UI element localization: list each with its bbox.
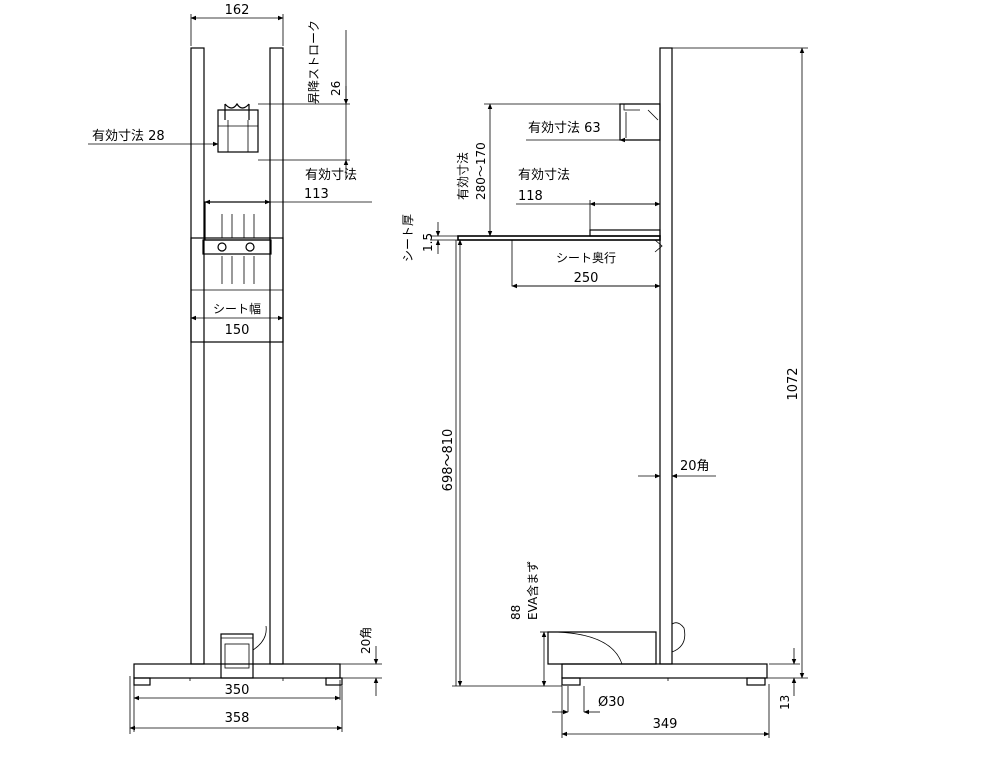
eva-label: EVA含まず bbox=[525, 561, 540, 620]
effective-range: 280～170 bbox=[474, 142, 488, 200]
effective-28-label: 有効寸法 28 bbox=[92, 129, 165, 144]
lift-stroke-label: 昇降ストローク bbox=[307, 20, 321, 104]
left-post bbox=[190, 47, 205, 665]
side-sheet bbox=[457, 235, 661, 241]
base-inner-width: 350 bbox=[225, 683, 250, 698]
effective-113-value: 113 bbox=[304, 187, 329, 202]
front-base-height: 20角 bbox=[359, 627, 373, 654]
side-view: 有効寸法 63 有効寸法 280～170 有効寸法 118 シート厚 1.5 シ… bbox=[401, 47, 808, 738]
effective-118-value: 118 bbox=[518, 189, 543, 204]
left-foot bbox=[133, 677, 151, 686]
dim-front-width: 162 bbox=[225, 3, 250, 18]
sheet-width-label: シート幅 bbox=[213, 301, 261, 316]
sheet-width-value: 150 bbox=[225, 323, 250, 338]
side-post-size: 20角 bbox=[680, 459, 710, 474]
sheet-depth-label: シート奥行 bbox=[556, 251, 616, 265]
foot-diameter: Ø30 bbox=[598, 695, 625, 710]
effective-label-front: 有効寸法 bbox=[305, 168, 357, 183]
foot-pedal bbox=[220, 625, 267, 679]
side-post bbox=[659, 47, 673, 665]
front-base-plate bbox=[133, 663, 341, 679]
side-pedal bbox=[547, 622, 686, 665]
sheet-thickness-value: 1.5 bbox=[421, 233, 435, 252]
lift-stroke-value: 26 bbox=[329, 81, 343, 96]
top-clamp bbox=[217, 102, 259, 153]
sheet-depth-value: 250 bbox=[574, 271, 599, 286]
effective-63-label: 有効寸法 63 bbox=[528, 121, 601, 136]
base-depth: 349 bbox=[653, 717, 678, 732]
eva-value: 88 bbox=[509, 605, 523, 620]
sheet-bracket bbox=[190, 201, 284, 343]
sheet-thickness-label: シート厚 bbox=[401, 214, 415, 262]
side-top-clamp bbox=[619, 103, 661, 141]
right-post bbox=[269, 47, 284, 665]
effective-118-label: 有効寸法 bbox=[518, 168, 570, 183]
base-outer-width: 358 bbox=[225, 711, 250, 726]
right-foot bbox=[325, 677, 343, 686]
total-height: 1072 bbox=[786, 367, 801, 400]
front-view: 162 昇降ストローク 26 有効寸法 28 有効寸法 113 シート幅 150… bbox=[88, 3, 382, 734]
side-base-plate bbox=[561, 663, 768, 679]
base-height: 13 bbox=[778, 695, 792, 710]
effective-label-vertical: 有効寸法 bbox=[455, 152, 470, 200]
height-range: 698～810 bbox=[441, 429, 456, 492]
